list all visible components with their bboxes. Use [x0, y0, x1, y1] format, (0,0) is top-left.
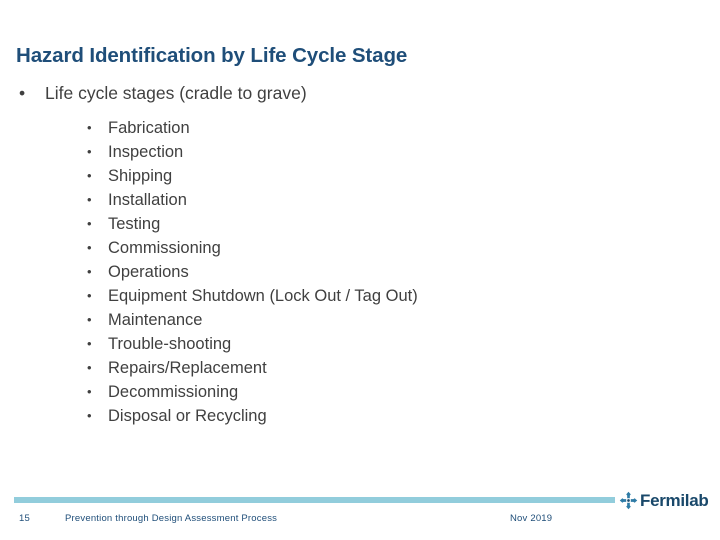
- list-item: • Commissioning: [0, 236, 720, 260]
- slide-body: • Life cycle stages (cradle to grave) • …: [0, 82, 720, 428]
- footer-divider-bar: [14, 497, 615, 503]
- level1-bullet-item: • Life cycle stages (cradle to grave): [0, 82, 720, 104]
- list-item-label: Inspection: [108, 143, 184, 161]
- slide-number: 15: [19, 513, 30, 524]
- list-item: • Operations: [0, 260, 720, 284]
- level2-bullet-list: • Fabrication • Inspection • Shipping • …: [0, 116, 720, 428]
- list-item: • Repairs/Replacement: [0, 356, 720, 380]
- list-item-label: Operations: [108, 263, 189, 281]
- bullet-icon: •: [87, 168, 92, 183]
- list-item-label: Repairs/Replacement: [108, 359, 267, 377]
- list-item: • Fabrication: [0, 116, 720, 140]
- list-item-label: Decommissioning: [108, 383, 239, 401]
- list-item: • Shipping: [0, 164, 720, 188]
- fermilab-logo: Fermilab: [619, 489, 709, 511]
- list-item-label: Fabrication: [108, 119, 190, 137]
- list-item: • Maintenance: [0, 308, 720, 332]
- list-item-label: Installation: [108, 191, 187, 209]
- bullet-icon: •: [87, 120, 92, 135]
- bullet-icon: •: [87, 192, 92, 207]
- bullet-icon: •: [87, 312, 92, 327]
- list-item-label: Shipping: [108, 167, 173, 185]
- bullet-icon: •: [87, 144, 92, 159]
- list-item: • Trouble-shooting: [0, 332, 720, 356]
- page-title: Hazard Identification by Life Cycle Stag…: [16, 43, 408, 67]
- bullet-icon: •: [87, 384, 92, 399]
- bullet-icon: •: [87, 216, 92, 231]
- level1-bullet-label: Life cycle stages (cradle to grave): [45, 83, 307, 103]
- list-item: • Installation: [0, 188, 720, 212]
- list-item-label: Commissioning: [108, 239, 221, 257]
- bullet-icon: •: [87, 240, 92, 255]
- bullet-icon: •: [87, 336, 92, 351]
- bullet-icon: •: [87, 408, 92, 423]
- list-item-label: Trouble-shooting: [108, 335, 232, 353]
- list-item: • Equipment Shutdown (Lock Out / Tag Out…: [0, 284, 720, 308]
- list-item: • Inspection: [0, 140, 720, 164]
- list-item: • Disposal or Recycling: [0, 404, 720, 428]
- footer-title: Prevention through Design Assessment Pro…: [65, 513, 278, 524]
- fermilab-logo-text: Fermilab: [640, 490, 709, 510]
- footer-date: Nov 2019: [510, 513, 553, 524]
- fermilab-pinwheel-icon: [619, 491, 638, 509]
- list-item-label: Disposal or Recycling: [108, 407, 267, 425]
- list-item: • Testing: [0, 212, 720, 236]
- list-item-label: Equipment Shutdown (Lock Out / Tag Out): [108, 287, 418, 305]
- bullet-icon: •: [87, 264, 92, 279]
- bullet-icon: •: [87, 288, 92, 303]
- list-item: • Decommissioning: [0, 380, 720, 404]
- list-item-label: Testing: [108, 215, 161, 233]
- list-item-label: Maintenance: [108, 311, 203, 329]
- bullet-icon: •: [87, 360, 92, 375]
- bullet-icon: •: [19, 83, 26, 103]
